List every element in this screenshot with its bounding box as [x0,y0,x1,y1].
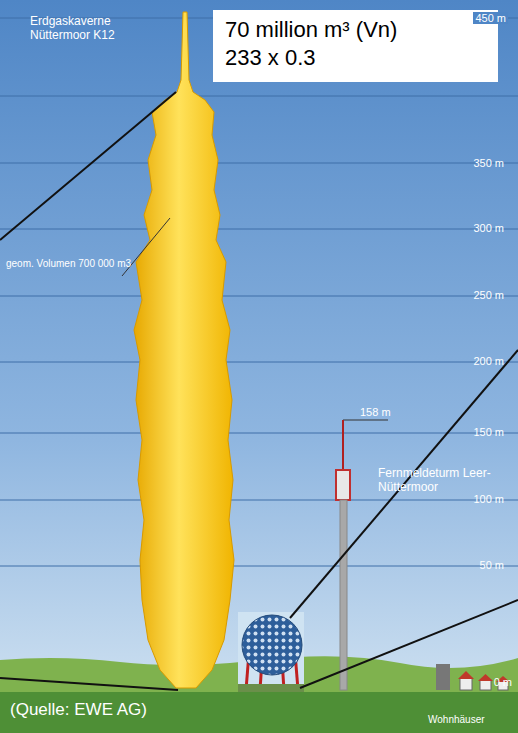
zoom-line [0,678,178,690]
height-tick: 50 m [480,559,504,571]
gas-sphere [238,612,304,692]
zoom-line [290,350,518,618]
height-tick: 100 m [473,493,504,505]
height-tick: 150 m [473,426,504,438]
height-tick: 0 m [494,676,512,688]
tower-label: Fernmeldeturm Leer-Nüttermoor [378,466,498,494]
height-tick: 450 m [473,12,508,24]
ground [0,692,518,733]
grid-lines [0,18,518,683]
volume-label: geom. Volumen 700 000 m3 [6,258,146,269]
info-box: 70 million m³ (Vn)233 x 0.3 [213,10,498,82]
zoom-line [0,92,176,240]
houses-label: Wohnhäuser [428,714,485,725]
cavern-title: Erdgaskaverne Nüttermoor K12 [30,14,150,42]
box-text: 70 million m³ (Vn) [225,16,486,44]
tower-height: 158 m [360,406,391,418]
height-tick: 300 m [473,222,504,234]
height-tick: 350 m [473,157,504,169]
source-note: (Quelle: EWE AG) [10,700,147,720]
height-tick: 250 m [473,289,504,301]
zoom-line [300,600,518,688]
height-tick: 200 m [473,355,504,367]
box-text: 233 x 0.3 [225,44,486,72]
